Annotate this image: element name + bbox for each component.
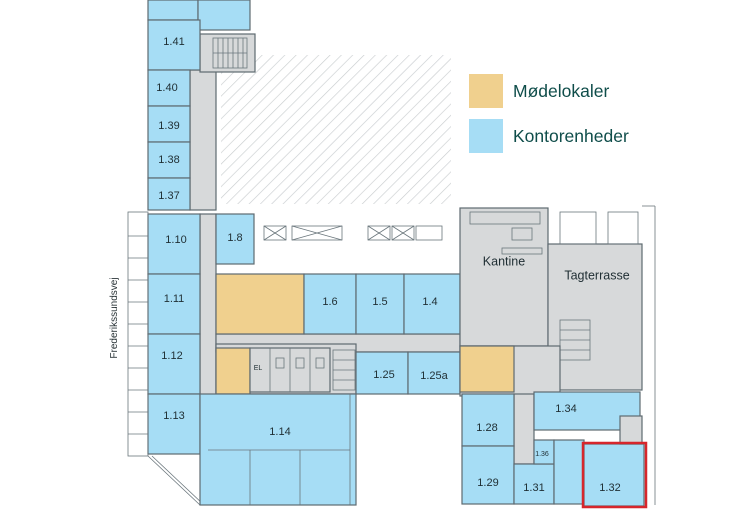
label-kantine: Kantine [483,254,525,268]
label-1-32: 1.32 [599,482,620,494]
room-1-14[interactable] [199,393,357,506]
label-1-6: 1.6 [322,296,337,308]
kantine[interactable] [459,207,549,347]
north-stair [212,37,248,69]
room-1-4[interactable] [403,273,461,335]
label-1-14: 1.14 [269,426,290,438]
label-1-34: 1.34 [555,403,576,415]
label-1-4: 1.4 [422,296,437,308]
label-1-31: 1.31 [523,482,544,494]
label-1-11: 1.11 [164,293,185,305]
label-el: EL [254,365,263,372]
room-1-13[interactable] [147,393,201,455]
label-1-36: 1.36 [535,451,549,458]
label-1-38: 1.38 [158,154,179,166]
label-1-37: 1.37 [158,190,179,202]
terrace-outline [559,205,656,505]
room-1-14-partitions [208,394,351,505]
street-label: Frederikssundsvej [109,277,120,358]
courtyard-hatch [221,55,451,204]
room-1-39[interactable] [147,105,191,143]
room-1-8[interactable] [215,213,255,265]
east-corridor-lower [513,393,535,465]
north-corridor [189,69,217,211]
label-tagterrasse: Tagterrasse [564,268,629,282]
legend-office-label: Kontorenheder [513,125,629,146]
room-1-37[interactable] [147,177,191,211]
label-1-39: 1.39 [158,120,179,132]
label-1-29: 1.29 [477,477,498,489]
room-1-41[interactable] [147,19,201,71]
west-corridor [199,213,217,415]
room-upper-left [147,0,199,21]
meeting-room-east[interactable] [459,345,515,393]
label-1-41: 1.41 [163,36,184,48]
room-1-12[interactable] [147,333,201,395]
legend-meeting-label: Mødelokaler [513,80,610,101]
room-1-11[interactable] [147,273,201,335]
label-1-8: 1.8 [227,232,242,244]
tagterrasse-stair [559,319,591,361]
room-1-35 [619,415,643,445]
meeting-room-large[interactable] [215,273,305,335]
label-1-25: 1.25 [373,369,394,381]
room-1-38[interactable] [147,141,191,179]
room-1-32[interactable] [583,443,645,507]
west-railing [127,211,205,506]
room-1-33[interactable] [553,439,585,505]
legend-office-swatch [469,119,503,153]
label-1-10: 1.10 [165,234,186,246]
label-1-25a: 1.25a [420,370,448,382]
room-1-5[interactable] [355,273,405,335]
legend-meeting-swatch [469,74,503,108]
room-1-32-highlight [581,441,648,509]
label-1-5: 1.5 [372,296,387,308]
meeting-room-el[interactable] [215,347,251,395]
label-1-40: 1.40 [156,82,177,94]
toilet-core [249,347,356,393]
room-1-10[interactable] [147,213,201,275]
legend-meeting-rooms: Mødelokaler [469,74,609,108]
label-1-12: 1.12 [161,350,182,362]
room-1-29[interactable] [461,445,515,505]
legend-office-units: Kontorenheder [469,119,629,153]
room-upper-right [197,0,251,31]
room-1-25[interactable] [355,351,409,395]
room-1-6[interactable] [303,273,357,335]
tagterrasse[interactable] [547,243,643,391]
label-1-13: 1.13 [163,410,184,422]
label-1-28: 1.28 [476,422,497,434]
room-1-28[interactable] [461,393,515,447]
skylights [263,225,443,241]
kantine-kitchen [469,211,543,255]
